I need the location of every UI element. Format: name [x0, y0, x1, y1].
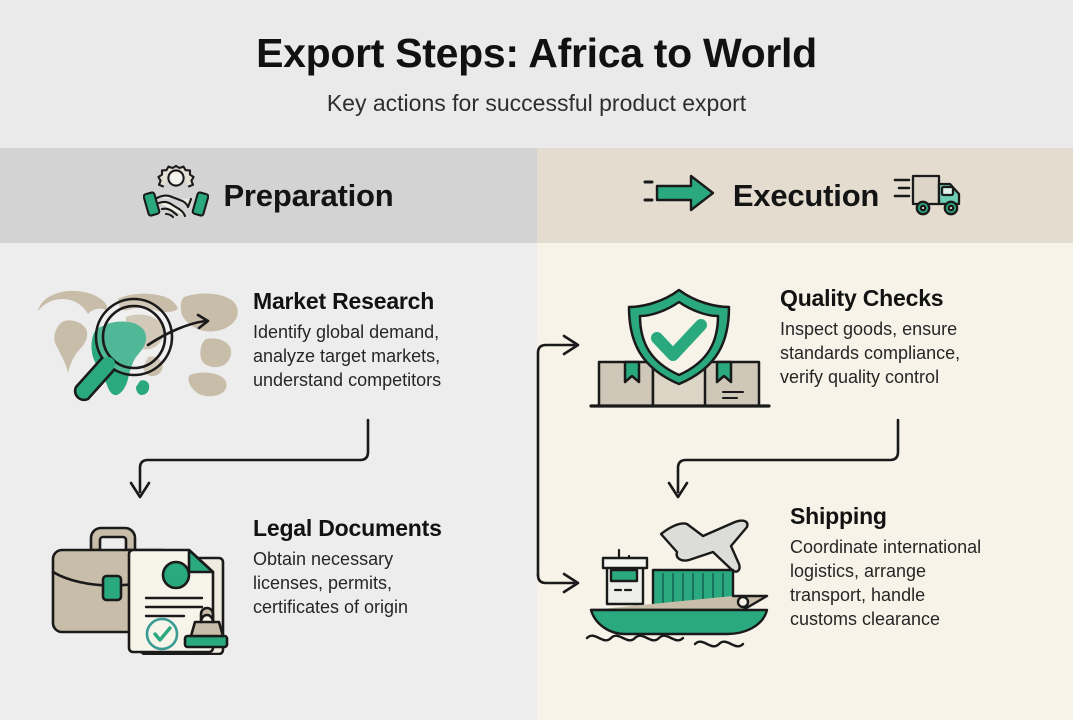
step-title-legal-documents: Legal Documents [253, 515, 442, 541]
step-desc-shipping: Coordinate international logistics, arra… [790, 537, 982, 630]
world-map-magnifier-icon [30, 283, 245, 413]
briefcase-documents-icon [33, 510, 245, 660]
step-shipping: Shipping Coordinate international logist… [577, 498, 981, 663]
column-preparation: Preparation [0, 148, 537, 720]
handshake-gear-icon [143, 162, 210, 229]
column-label-execution: Execution [732, 177, 880, 213]
step-legal-documents: Legal Documents Obtain necessary license… [33, 510, 442, 660]
green-arrow-icon [643, 168, 719, 223]
step-text-legal-documents: Legal Documents Obtain necessary license… [253, 510, 442, 620]
step-text-shipping: Shipping Coordinate international logist… [790, 498, 981, 632]
column-execution: Execution [537, 148, 1073, 720]
page-title: Export Steps: Africa to World [256, 30, 817, 77]
title-band: Export Steps: Africa to World Key action… [0, 0, 1073, 148]
step-desc-legal-documents: Obtain necessary licenses, permits, cert… [253, 549, 409, 618]
column-header-execution: Execution [537, 148, 1073, 243]
page-subtitle: Key actions for successful product expor… [326, 89, 747, 116]
step-title-market-research: Market Research [253, 288, 435, 314]
step-text-quality-checks: Quality Checks Inspect goods, ensure sta… [780, 280, 960, 390]
step-market-research: Market Research Identify global demand, … [30, 283, 441, 413]
column-label-preparation: Preparation [223, 177, 394, 213]
shield-check-boxes-icon [587, 280, 772, 425]
step-text-market-research: Market Research Identify global demand, … [253, 283, 441, 393]
step-quality-checks: Quality Checks Inspect goods, ensure sta… [587, 280, 960, 425]
step-desc-quality-checks: Inspect goods, ensure standards complian… [780, 319, 961, 388]
delivery-truck-icon [893, 166, 967, 225]
step-desc-market-research: Identify global demand, analyze target m… [253, 322, 442, 391]
step-title-shipping: Shipping [790, 503, 887, 529]
column-header-preparation: Preparation [0, 148, 537, 243]
step-title-quality-checks: Quality Checks [780, 285, 944, 311]
cargo-ship-plane-icon [577, 498, 782, 663]
